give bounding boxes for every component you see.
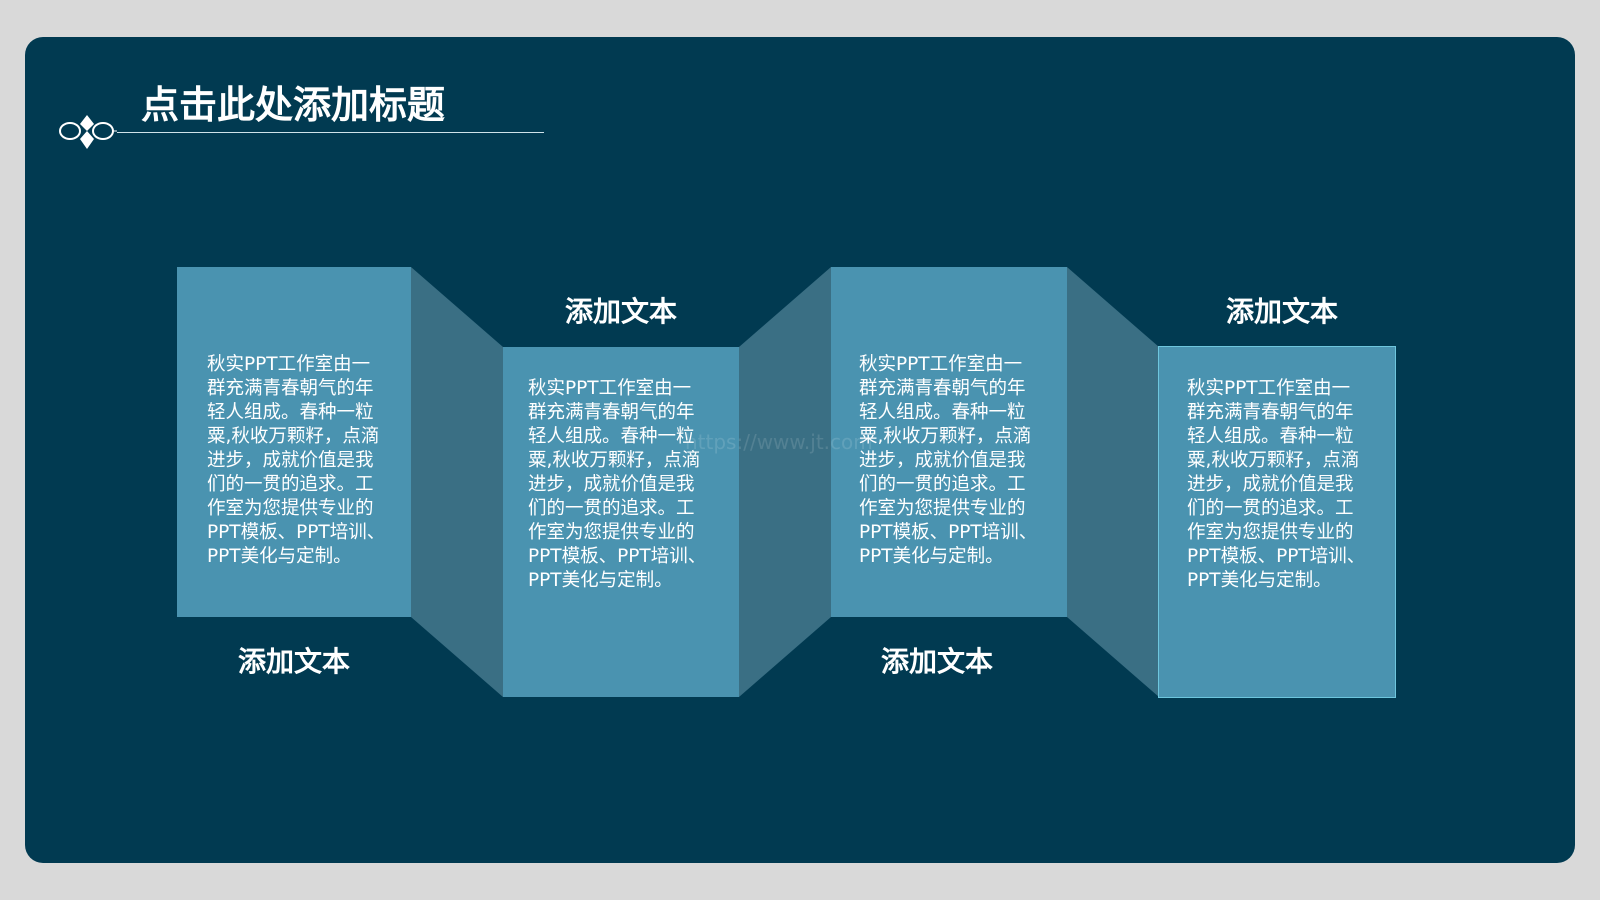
watermark: https://www.jt.com (685, 430, 873, 454)
panel-4-text[interactable]: 秋实PPT工作室由一 群充满青春朝气的年 轻人组成。春种一粒 粟,秋收万颗籽，点… (1187, 378, 1366, 591)
panel-4 (1158, 346, 1396, 698)
title-underline (117, 132, 544, 133)
panel-3 (831, 267, 1067, 617)
slide-canvas: 点击此处添加标题 秋实PPT工作室由一 群充满青春朝气的年 轻人组成。春种一粒 … (25, 37, 1575, 863)
fold-connectors (411, 267, 1159, 697)
panel-2-text[interactable]: 秋实PPT工作室由一 群充满青春朝气的年 轻人组成。春种一粒 粟,秋收万颗籽，点… (528, 378, 707, 591)
fold-connector-2 (739, 267, 831, 697)
panel-3-label[interactable]: 添加文本 (880, 645, 993, 678)
panel-1-text[interactable]: 秋实PPT工作室由一 群充满青春朝气的年 轻人组成。春种一粒 粟,秋收万颗籽，点… (207, 354, 386, 567)
panel-4-label[interactable]: 添加文本 (1225, 295, 1338, 328)
panel-1-label[interactable]: 添加文本 (237, 645, 350, 678)
fold-connector-1 (411, 267, 503, 697)
fold-connector-3 (1067, 267, 1159, 697)
panel-2-label[interactable]: 添加文本 (564, 295, 677, 328)
panel-3-text[interactable]: 秋实PPT工作室由一 群充满青春朝气的年 轻人组成。春种一粒 粟,秋收万颗籽，点… (859, 354, 1038, 567)
panel-2 (503, 347, 739, 697)
slide-title[interactable]: 点击此处添加标题 (141, 83, 446, 127)
title-ornament-icon (59, 115, 117, 149)
panel-1 (177, 267, 411, 617)
